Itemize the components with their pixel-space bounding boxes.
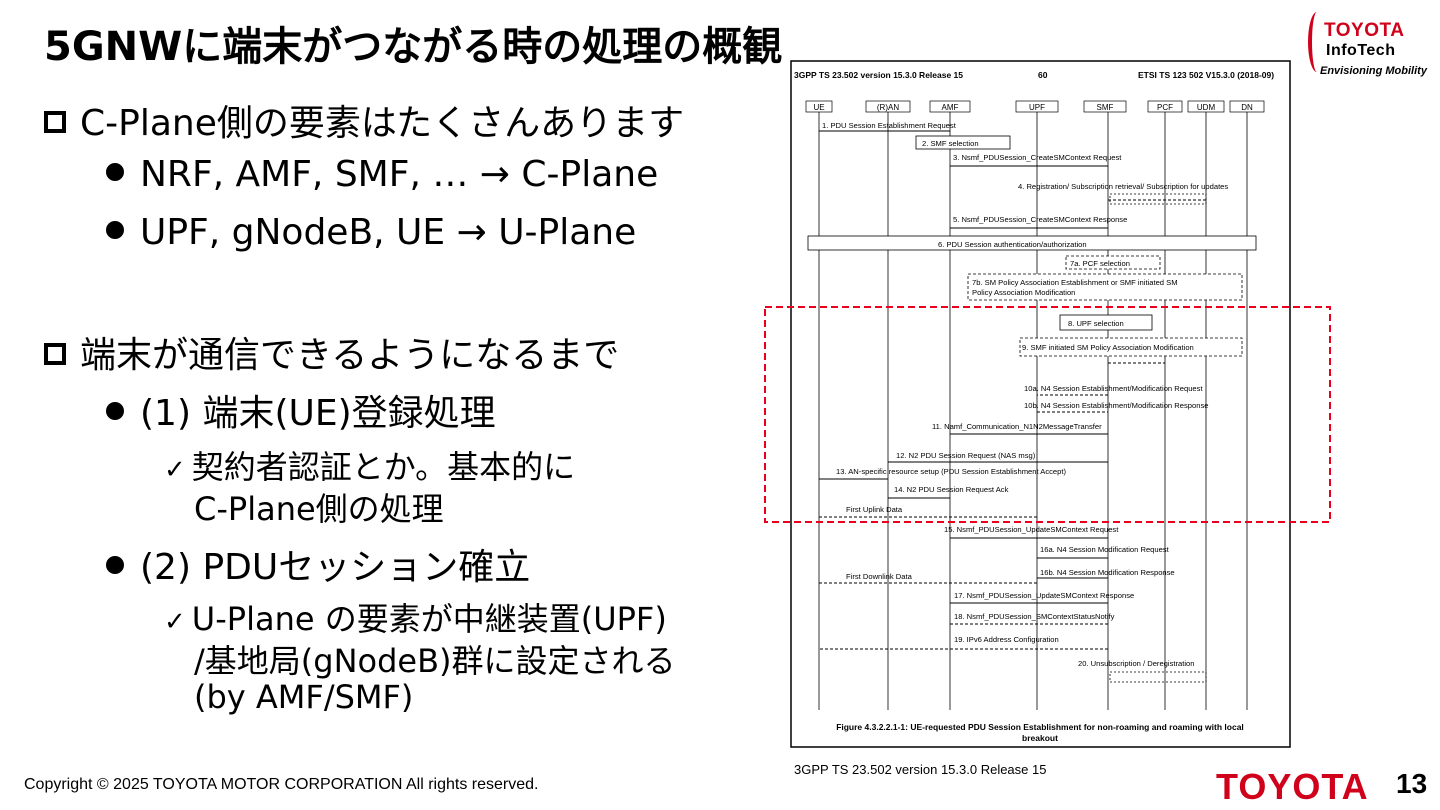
step-label: 18. Nsmf_PDUSession_SMContextStatusNotif… — [954, 612, 1115, 621]
figure-header-left: 3GPP TS 23.502 version 15.3.0 Release 15 — [794, 70, 963, 80]
sub-item-continuation: (by AMF/SMF) — [194, 678, 414, 716]
logo-line2: InfoTech — [1326, 42, 1396, 59]
step-label: 14. N2 PDU Session Request Ack — [894, 485, 1009, 494]
bullet-icon — [106, 556, 124, 574]
copyright-text: Copyright © 2025 TOYOTA MOTOR CORPORATIO… — [24, 776, 539, 793]
logo-line1: TOYOTA — [1324, 20, 1405, 41]
step-label: 19. IPv6 Address Configuration — [954, 635, 1059, 644]
figure-caption: Figure 4.3.2.2.1-1: UE-requested PDU Ses… — [836, 722, 1244, 732]
step-label: 9. SMF initiated SM Policy Association M… — [1022, 343, 1194, 352]
list-item-text: NRF, AMF, SMF, … → C-Plane — [140, 154, 659, 195]
sequence-diagram: 3GPP TS 23.502 version 15.3.0 Release 15… — [764, 60, 1331, 748]
checkmark-icon: ✓ — [164, 607, 186, 637]
step-label: 16b. N4 Session Modification Response — [1040, 568, 1175, 577]
step-label: First Uplink Data — [846, 505, 903, 514]
message-arrows — [819, 130, 1206, 650]
sub-item-text: U-Plane の要素が中継装置(UPF) — [191, 600, 667, 638]
highlight-box — [764, 306, 1331, 523]
sub-item-continuation: C-Plane側の処理 — [194, 490, 444, 528]
step-label: 1. PDU Session Establishment Request — [822, 121, 957, 130]
lifelines — [818, 112, 1248, 710]
list-item-text: (2) PDUセッション確立 — [140, 547, 531, 588]
slide-title: 5GNWに端末がつながる時の処理の概観 — [44, 24, 783, 70]
node-label: UDM — [1197, 103, 1216, 112]
step-label: 7a. PCF selection — [1070, 259, 1130, 268]
logo-line3: Envisioning Mobility — [1320, 65, 1427, 77]
sub-item-continuation: /基地局(gNodeB)群に設定される — [194, 642, 676, 680]
step-label: 10a. N4 Session Establishment/Modificati… — [1024, 384, 1203, 393]
bullet-icon — [106, 221, 124, 239]
square-bullet-icon — [44, 343, 66, 365]
bullet-icon — [106, 163, 124, 181]
section1-heading: C-Plane側の要素はたくさんあります — [44, 94, 684, 146]
step-label: 8. UPF selection — [1068, 319, 1124, 328]
node-label: AMF — [942, 103, 959, 112]
logo-arc-icon — [1308, 12, 1326, 72]
node-label: PCF — [1157, 103, 1173, 112]
step-label: 10b. N4 Session Establishment/Modificati… — [1024, 401, 1208, 410]
step-label: 6. PDU Session authentication/authorizat… — [938, 240, 1087, 249]
step-label: 15. Nsmf_PDUSession_UpdateSMContext Requ… — [944, 525, 1119, 534]
node-label: (R)AN — [877, 103, 899, 112]
sub-item-text: 契約者認証とか。基本的に — [191, 448, 576, 486]
toyota-logo: TOYOTA — [1216, 766, 1369, 807]
list-item: NRF, AMF, SMF, … → C-Plane — [106, 154, 658, 195]
step-label: Policy Association Modification — [972, 288, 1075, 297]
node-label: SMF — [1097, 103, 1114, 112]
process-boxes — [807, 135, 1257, 683]
step-label: 13. AN-specific resource setup (PDU Sess… — [836, 467, 1066, 476]
node-label: DN — [1241, 103, 1253, 112]
step-label: 16a. N4 Session Modification Request — [1040, 545, 1170, 554]
step-label: 2. SMF selection — [922, 139, 979, 148]
checkmark-icon: ✓ — [164, 455, 186, 485]
list-item: UPF, gNodeB, UE → U-Plane — [106, 212, 636, 253]
step-label: 20. Unsubscription / Deregistration — [1078, 659, 1195, 668]
sub-item: ✓U-Plane の要素が中継装置(UPF) — [164, 594, 667, 640]
section1-text: C-Plane側の要素はたくさんあります — [80, 103, 685, 144]
figure-header-mid: 60 — [1038, 70, 1048, 80]
toyota-infotech-logo: TOYOTA InfoTech Envisioning Mobility — [1304, 10, 1428, 80]
square-bullet-icon — [44, 111, 66, 133]
list-item-text: (1) 端末(UE)登録処理 — [140, 393, 496, 434]
step-label: First Downlink Data — [846, 572, 913, 581]
sub-item: ✓契約者認証とか。基本的に — [164, 442, 575, 488]
step-label: 12. N2 PDU Session Request (NAS msg) — [896, 451, 1036, 460]
step-label: 7b. SM Policy Association Establishment … — [972, 278, 1178, 287]
node-label: UPF — [1029, 103, 1045, 112]
node-label: UE — [813, 103, 824, 112]
step-label: 5. Nsmf_PDUSession_CreateSMContext Respo… — [953, 215, 1127, 224]
bullet-icon — [106, 402, 124, 420]
step-labels: 1. PDU Session Establishment Request 2. … — [822, 121, 1228, 668]
list-item-text: UPF, gNodeB, UE → U-Plane — [140, 212, 637, 253]
list-item: (2) PDUセッション確立 — [106, 538, 530, 590]
figure-source: 3GPP TS 23.502 version 15.3.0 Release 15 — [794, 762, 1047, 777]
step-label: 4. Registration/ Subscription retrieval/… — [1018, 182, 1228, 191]
list-item: (1) 端末(UE)登録処理 — [106, 384, 496, 436]
figure-caption-line2: breakout — [1022, 733, 1058, 743]
section2-heading: 端末が通信できるようになるまで — [44, 326, 619, 378]
figure-header-right: ETSI TS 123 502 V15.3.0 (2018-09) — [1138, 70, 1274, 80]
step-label: 11. Namf_Communication_N1N2MessageTransf… — [932, 422, 1102, 431]
page-number: 13 — [1396, 768, 1428, 799]
step-label: 3. Nsmf_PDUSession_CreateSMContext Reque… — [953, 153, 1122, 162]
section2-text: 端末が通信できるようになるまで — [80, 335, 620, 376]
step-label: 17. Nsmf_PDUSession_UpdateSMContext Resp… — [954, 591, 1134, 600]
figure-frame — [790, 60, 1291, 748]
